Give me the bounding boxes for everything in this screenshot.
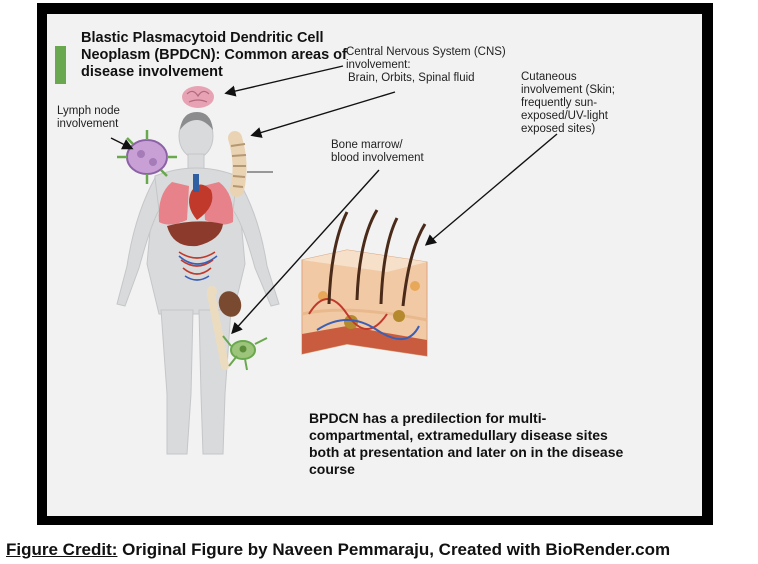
arrow-cns-spine: [250, 91, 396, 138]
heart-icon: [189, 184, 213, 220]
arrow-bone-marrow: [231, 169, 380, 335]
blood-vessels-icon: [178, 251, 218, 281]
hair-icon: [180, 112, 213, 130]
aorta-icon: [193, 174, 199, 192]
figure-credit-prefix: Figure Credit:: [6, 540, 118, 559]
lymph-node-label: Lymph node involvement: [57, 105, 120, 130]
cns-detail-label: Brain, Orbits, Spinal fluid: [348, 72, 475, 84]
figure-credit-text: Original Figure by Naveen Pemmaraju, Cre…: [117, 540, 671, 559]
bone-icon: [207, 286, 242, 370]
arrow-cns-brain: [224, 65, 344, 97]
dendritic-cell-icon: [222, 335, 268, 371]
pointer-arrows: [110, 65, 558, 335]
figure-panel: Blastic Plasmacytoid Dendritic Cell Neop…: [47, 14, 702, 516]
cns-heading-label: Central Nervous System (CNS) involvement…: [346, 46, 506, 71]
title-accent-bar: [55, 46, 66, 84]
lymph-node-icon: [117, 130, 177, 184]
bone-marrow-label: Bone marrow/ blood involvement: [331, 139, 424, 164]
arrow-cutaneous: [424, 133, 558, 246]
skin-cross-section-icon: [301, 209, 428, 357]
figure-credit: Figure Credit: Original Figure by Naveen…: [6, 540, 670, 560]
arrow-lymph: [110, 137, 134, 150]
liver-icon: [167, 221, 223, 247]
spine-icon: [228, 131, 273, 197]
cutaneous-label: Cutaneous involvement (Skin; frequently …: [521, 71, 615, 135]
bpdcn-note: BPDCN has a predilection for multi-compa…: [309, 410, 624, 477]
diagram-graphics: [110, 65, 558, 455]
figure-title: Blastic Plasmacytoid Dendritic Cell Neop…: [81, 30, 347, 80]
brain-icon: [182, 86, 214, 108]
